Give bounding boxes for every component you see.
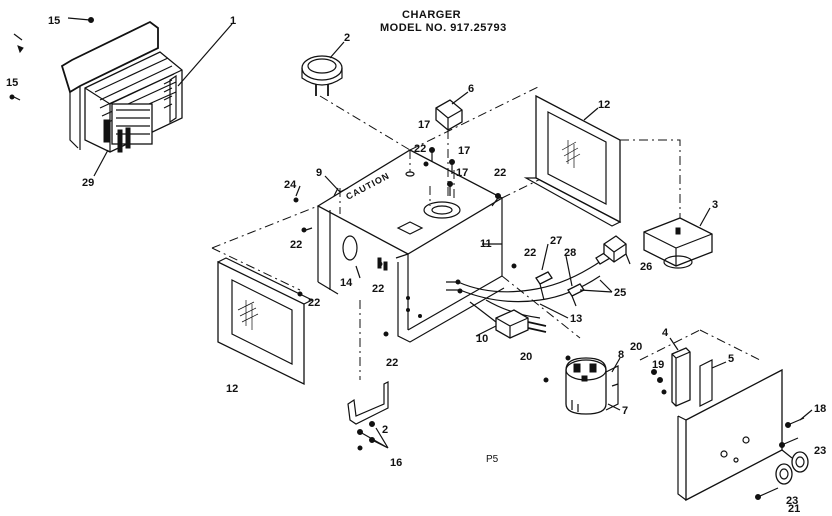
- side-panel-left: [217, 257, 314, 386]
- callout-18: 18: [814, 403, 826, 415]
- bracket-4: [671, 347, 691, 407]
- callout-17-a: 17: [418, 119, 430, 131]
- callout-4: 4: [662, 327, 669, 339]
- screw-15-loose: [9, 33, 24, 101]
- capacitor: [565, 357, 607, 415]
- callout-7: 7: [622, 405, 628, 417]
- terminals-23: [775, 451, 809, 485]
- callout-22-left: 22: [290, 239, 302, 251]
- callout-19: 19: [652, 359, 664, 371]
- output-cables: [446, 235, 627, 319]
- callout-22-top: 22: [414, 143, 426, 155]
- mounting-bracket-bottom: [347, 381, 389, 451]
- power-cord-plug: [469, 301, 547, 339]
- leader-lines: [93, 23, 813, 449]
- callout-3: 3: [712, 199, 718, 211]
- callout-17-b: 17: [458, 145, 470, 157]
- callout-22-panel: 22: [308, 297, 320, 309]
- callout-25: 25: [614, 287, 626, 299]
- callout-21: 21: [788, 503, 800, 515]
- callout-29: 29: [82, 177, 94, 189]
- capacitor-bracket: [605, 365, 619, 411]
- callout-13: 13: [570, 313, 582, 325]
- callout-10: 10: [476, 333, 488, 345]
- callout-23-top: 23: [814, 445, 826, 457]
- callout-22-bottom: 22: [386, 357, 398, 369]
- screws-20-left: [543, 355, 571, 383]
- screw-21: [755, 487, 779, 500]
- side-panel-right: [523, 94, 622, 227]
- callout-8: 8: [618, 349, 624, 361]
- screws-22: [293, 161, 517, 337]
- screws-18: [779, 417, 805, 448]
- callout-11: 11: [480, 238, 492, 250]
- callout-20-left: 20: [520, 351, 532, 363]
- callout-22-mid: 22: [372, 283, 384, 295]
- callout-16: 16: [390, 457, 402, 469]
- diode-block: [643, 217, 713, 269]
- page-mark: P5: [486, 454, 499, 465]
- callout-26: 26: [640, 261, 652, 273]
- callout-6: 6: [468, 83, 474, 95]
- callout-2: 2: [344, 32, 350, 44]
- callout-labels: 1 2 2 3 4 5 6 7 8 9 10 11 12 12 13 14 15…: [6, 15, 826, 515]
- rear-panel: [677, 368, 793, 502]
- screws-19-20: [651, 369, 667, 395]
- main-housing: CAUTION: [316, 149, 505, 343]
- switch-knob: [435, 99, 463, 131]
- screws-17: [429, 147, 455, 196]
- callout-20-right: 20: [630, 341, 642, 353]
- callout-24: 24: [284, 179, 297, 191]
- diagram-title-line2: MODEL NO. 917.25793: [380, 22, 507, 34]
- callout-1: 1: [230, 15, 236, 27]
- ammeter: [301, 55, 343, 96]
- callout-27: 27: [550, 235, 562, 247]
- transformer-assembly: [60, 20, 183, 153]
- callout-14: 14: [340, 277, 353, 289]
- callout-28: 28: [564, 247, 576, 259]
- callout-22-right: 22: [494, 167, 506, 179]
- diagram-title-line1: CHARGER: [402, 9, 462, 21]
- callout-15: 15: [48, 15, 60, 27]
- screw-15: [67, 17, 94, 23]
- callout-12-bottom: 12: [226, 383, 238, 395]
- callout-23-bottom: 23: [786, 495, 798, 507]
- bracket-5: [699, 359, 713, 407]
- callout-17-c: 17: [456, 167, 468, 179]
- callout-5: 5: [728, 353, 734, 365]
- callout-12-top: 12: [598, 99, 610, 111]
- callout-2-bottom: 2: [382, 424, 388, 436]
- callout-15-left: 15: [6, 77, 18, 89]
- callout-22-cable: 22: [524, 247, 536, 259]
- callout-9: 9: [316, 167, 322, 179]
